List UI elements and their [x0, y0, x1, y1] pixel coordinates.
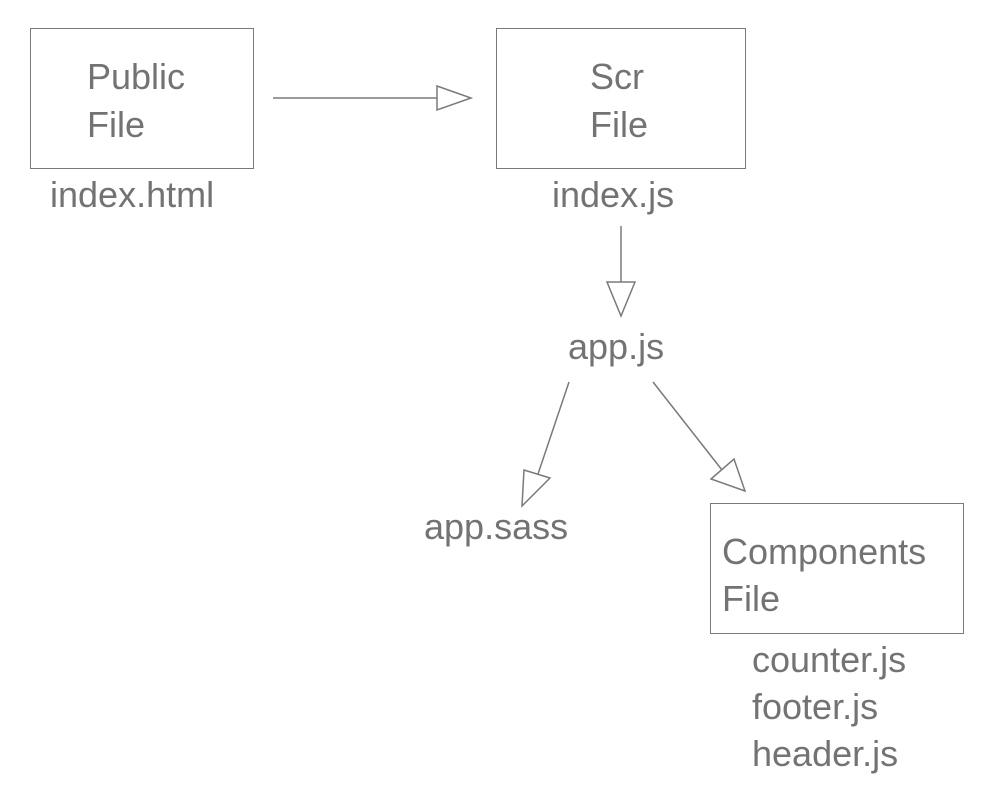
- arrow-appjs-to-appsass: [521, 381, 570, 508]
- components-file-list: counter.js footer.js header.js: [752, 636, 906, 777]
- public-file-title: Public: [87, 56, 186, 97]
- app-js-node: app.js: [568, 326, 665, 367]
- arrow-appjs-to-components: [652, 381, 747, 493]
- app-sass-node: app.sass: [424, 506, 569, 547]
- components-file-subtitle: File: [722, 578, 781, 619]
- scr-file-subtitle: File: [590, 104, 649, 145]
- public-file-caption: index.html: [50, 174, 215, 215]
- public-file-node: Public File: [30, 28, 254, 169]
- arrow-public-to-scr: [273, 84, 474, 112]
- file-item-footer: footer.js: [752, 686, 879, 727]
- file-item-header: header.js: [752, 733, 899, 774]
- components-file-title: Components: [722, 531, 927, 572]
- scr-file-title: Scr: [590, 56, 644, 97]
- scr-file-caption: index.js: [552, 174, 675, 215]
- components-file-node: Components File: [710, 503, 964, 634]
- public-file-subtitle: File: [87, 104, 146, 145]
- scr-file-node: Scr File: [496, 28, 746, 169]
- arrow-indexjs-to-appjs: [605, 226, 637, 318]
- file-item-counter: counter.js: [752, 639, 907, 680]
